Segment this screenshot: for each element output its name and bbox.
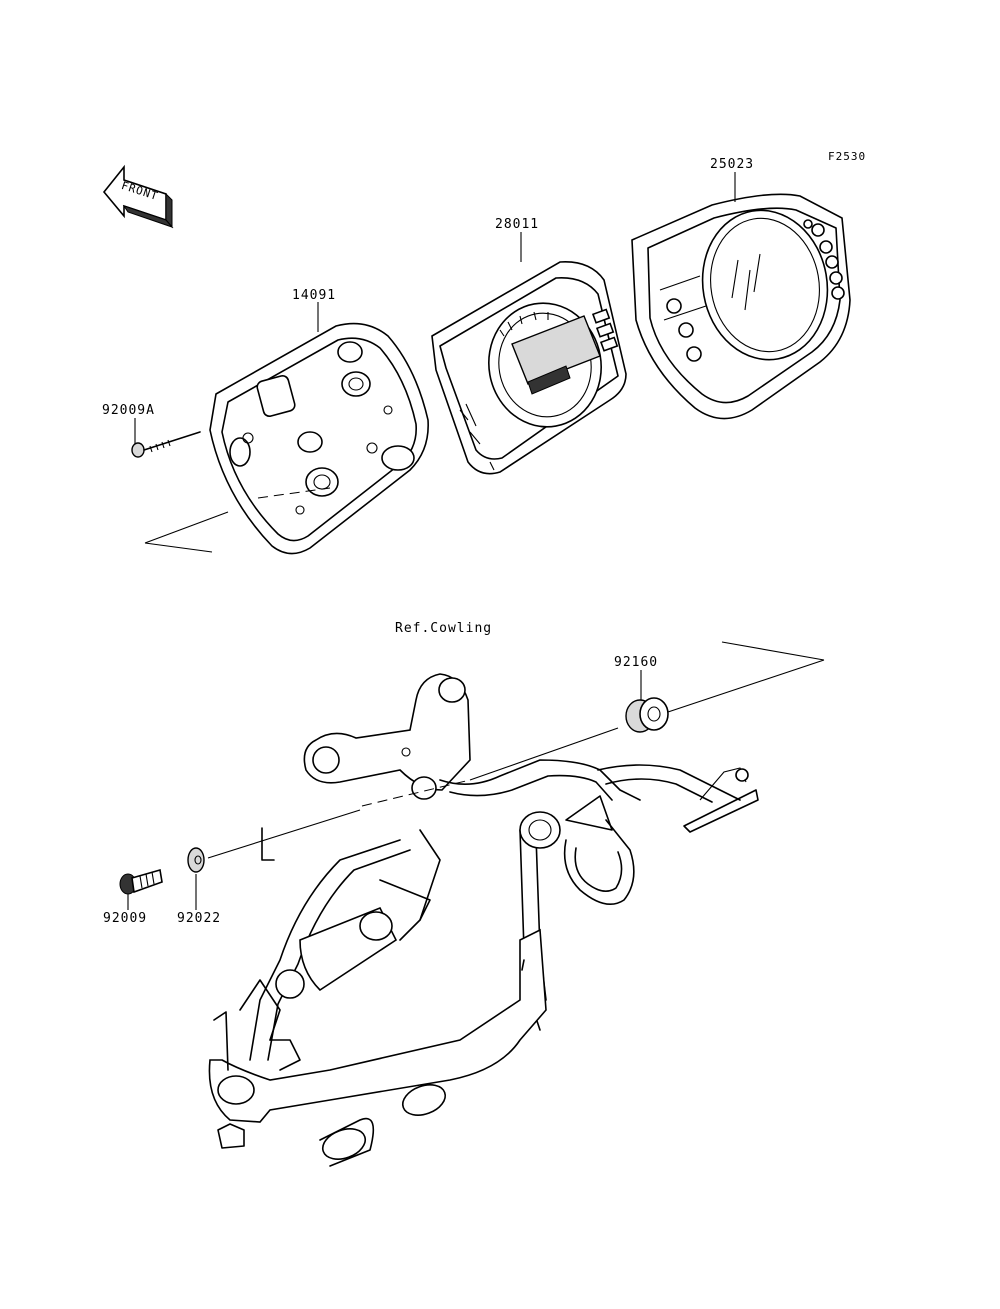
meter-cover-25023 — [631, 193, 851, 420]
grommet-92160 — [625, 697, 669, 733]
screw-92009A — [131, 431, 201, 458]
meter-bracket-frame — [208, 673, 759, 1167]
part-label-28011: 28011 — [495, 217, 539, 232]
part-label-92160: 92160 — [614, 655, 658, 670]
part-label-25023: 25023 — [710, 157, 754, 172]
washer-92022 — [187, 847, 205, 873]
part-label-92009: 92009 — [103, 911, 147, 926]
part-label-14091: 14091 — [292, 288, 336, 303]
meter-assembly-28011 — [431, 261, 627, 475]
meter-case-14091 — [209, 322, 429, 555]
ref-cowling-label: Ref.Cowling — [395, 621, 492, 636]
bolt-92009 — [119, 868, 163, 895]
part-label-92022: 92022 — [177, 911, 221, 926]
figure-code: F2530 — [828, 150, 866, 163]
front-arrow-icon: FRONT — [102, 164, 174, 229]
part-label-92009A: 92009A — [102, 403, 155, 418]
